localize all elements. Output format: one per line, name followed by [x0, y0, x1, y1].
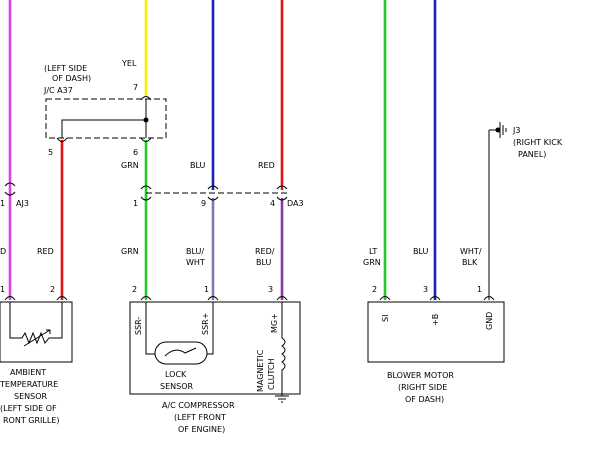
wire-label-blu-wht-2: WHT — [186, 258, 205, 267]
thermistor-icon — [9, 302, 63, 347]
junction-title-1: (LEFT SIDE — [44, 64, 87, 73]
wire-label-red-blu-2: BLU — [256, 258, 272, 267]
compressor-pin-3: 3 — [268, 285, 273, 294]
ambient-sensor-body — [0, 301, 73, 363]
clutch-label-2: CLUTCH — [267, 358, 276, 390]
ambient-name-4: (LEFT SIDE OF — [0, 404, 57, 413]
blower-pin-2: 2 — [372, 285, 377, 294]
wire-label-lt-grn-1: LT — [369, 247, 377, 256]
blower-name-3: OF DASH) — [405, 395, 444, 404]
ground-j3-symbol — [495, 122, 507, 138]
aj3-terminal — [4, 182, 16, 196]
ambient-terminal-2 — [56, 296, 68, 301]
blower-pin-3: 3 — [423, 285, 428, 294]
ground-j3-loc-1: (RIGHT KICK — [513, 138, 563, 147]
junction-node — [143, 117, 149, 123]
junction-block-a37 — [45, 98, 167, 139]
junction-pin-7: 7 — [133, 83, 138, 92]
da3-pin-1: 1 — [133, 199, 138, 208]
compressor-term-ssr-minus: SSR- — [134, 317, 143, 335]
blower-term-si: SI — [381, 315, 390, 322]
blower-terminal-2 — [379, 296, 391, 301]
blower-term-gnd: GND — [485, 312, 494, 330]
junction-pin-6: 6 — [133, 148, 138, 157]
ambient-name-2: TEMPERATURE — [0, 380, 58, 389]
blower-terminal-3 — [429, 296, 441, 301]
junction-terminal-6 — [140, 137, 152, 142]
aj3-name: AJ3 — [16, 199, 29, 208]
wire-label-grn-mid: GRN — [121, 247, 139, 256]
wire-label-grn-top: GRN — [121, 161, 139, 170]
compressor-term-mg-plus: MG+ — [270, 313, 279, 333]
wire-label-yel: YEL — [121, 59, 137, 68]
wire-label-lt-grn-2: GRN — [363, 258, 381, 267]
ground-j3-loc-2: PANEL) — [518, 150, 546, 159]
ambient-name-1: AMBIENT — [10, 368, 46, 377]
wire-label-red-left: RED — [37, 247, 54, 256]
ambient-terminal-1 — [4, 296, 16, 301]
da3-pin-4: 4 — [270, 199, 275, 208]
ambient-name-5: RONT GRILLE) — [3, 416, 59, 425]
da3-terminal-4 — [276, 185, 288, 201]
blower-term-b: +B — [431, 314, 440, 326]
compressor-term-ssr-plus: SSR+ — [201, 313, 210, 335]
compressor-name-1: A/C COMPRESSOR — [162, 401, 235, 410]
ambient-pin-1: 1 — [0, 285, 5, 294]
blower-terminal-1 — [483, 296, 495, 301]
blower-name-2: (RIGHT SIDE — [398, 383, 447, 392]
ground-j3-name: J3 — [512, 126, 520, 135]
da3-name: DA3 — [287, 199, 304, 208]
junction-name: J/C A37 — [43, 86, 73, 95]
blower-motor-body — [367, 301, 505, 363]
clutch-label-1: MAGNETIC — [256, 349, 265, 392]
lock-sensor-switch-icon — [145, 302, 214, 365]
blower-pin-1: 1 — [477, 285, 482, 294]
compressor-terminal-2 — [140, 296, 152, 301]
wire-label-blu-wht-1: BLU/ — [186, 247, 204, 256]
compressor-terminal-1 — [207, 296, 219, 301]
magnetic-clutch-coil-icon — [281, 302, 286, 396]
junction-terminal-5 — [56, 137, 68, 142]
compressor-name-2: (LEFT FRONT — [174, 413, 226, 422]
wire-label-red-top: RED — [258, 161, 275, 170]
junction-pin-5: 5 — [48, 148, 53, 157]
wire-label-wht-blk-2: BLK — [462, 258, 478, 267]
junction-terminal-7 — [140, 96, 152, 101]
da3-terminal-1 — [140, 185, 152, 201]
da3-terminal-9 — [207, 185, 219, 201]
wire-label-wht-blk-1: WHT/ — [460, 247, 482, 256]
compressor-pin-2: 2 — [132, 285, 137, 294]
junction-internal-bus — [61, 99, 147, 138]
da3-pin-9: 9 — [201, 199, 206, 208]
wire-label-blu-right: BLU — [413, 247, 429, 256]
lock-sensor-2: SENSOR — [160, 382, 193, 391]
ambient-pin-2: 2 — [50, 285, 55, 294]
wire-label-blu-top: BLU — [190, 161, 206, 170]
compressor-terminal-3 — [276, 296, 288, 301]
compressor-pin-1: 1 — [204, 285, 209, 294]
ambient-name-3: SENSOR — [14, 392, 47, 401]
blower-name-1: BLOWER MOTOR — [387, 371, 454, 380]
junction-title-2: OF DASH) — [52, 74, 91, 83]
lock-sensor-1: LOCK — [165, 370, 187, 379]
ground-icon — [275, 395, 289, 403]
wire-label-red-blu-1: RED/ — [255, 247, 275, 256]
wire-label-d: D — [0, 247, 6, 256]
aj3-pin: 1 — [0, 199, 5, 208]
compressor-name-3: OF ENGINE) — [178, 425, 225, 434]
